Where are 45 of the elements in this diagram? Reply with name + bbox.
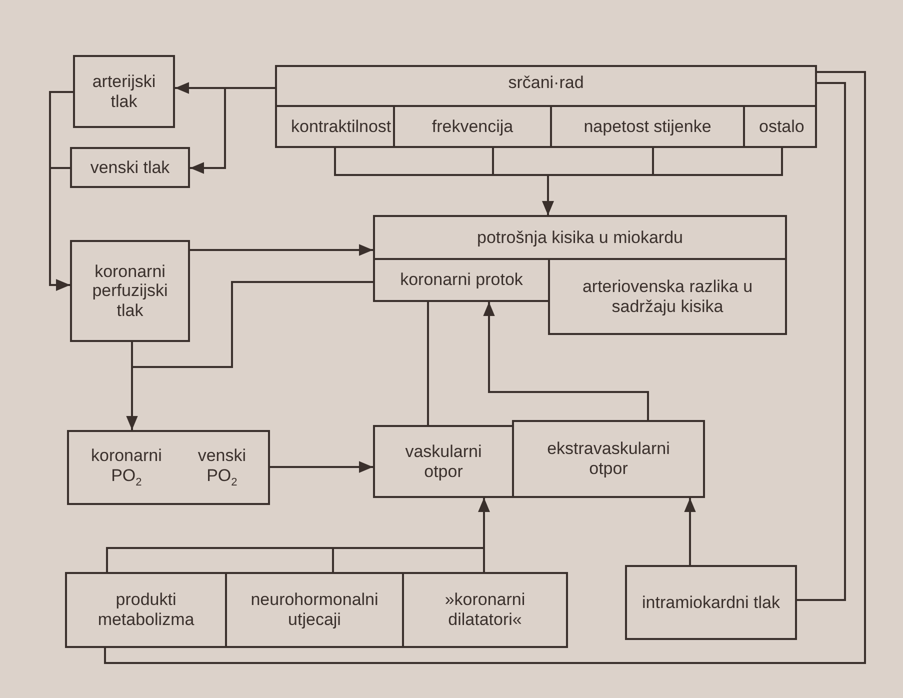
node-label: arterijski tlak — [91, 72, 157, 112]
process-box — [373, 215, 787, 260]
node-label: arteriovenska razlika u sadržaju kisika — [581, 276, 754, 316]
arrow — [478, 498, 490, 572]
arrow — [684, 498, 696, 565]
node-label: koronarni protok — [399, 270, 524, 290]
connector-line — [797, 82, 846, 601]
group-box — [275, 65, 817, 148]
node-label: frekvencija — [430, 116, 514, 136]
node-label: intramiokardni tlak — [641, 592, 781, 612]
node-label: potrošnja kisika u miokardu — [476, 228, 684, 248]
process-box — [225, 572, 404, 648]
node-label: srčani·rad — [507, 73, 585, 93]
process-box — [373, 258, 550, 302]
process-box — [373, 425, 514, 498]
arrow — [126, 281, 373, 430]
node-label: ostalo — [758, 116, 806, 136]
node-label: neurohormonalni utjecaji — [250, 590, 380, 630]
node-label: »koronarni dilatatori« — [444, 590, 526, 630]
connector-line — [427, 302, 429, 425]
process-box — [70, 240, 190, 342]
process-box — [65, 572, 227, 648]
arrow — [49, 167, 70, 291]
process-box — [512, 420, 705, 498]
process-box — [70, 147, 190, 188]
node-label: produkti metabolizma — [96, 590, 196, 630]
node-label: koronarni PO$_{2}$ — [90, 446, 162, 489]
connector-line — [104, 71, 866, 664]
node-label: venski PO$_{2}$ — [198, 446, 246, 489]
node-label: kontraktilnost — [290, 116, 392, 136]
arrow — [483, 302, 649, 420]
arrow — [542, 148, 783, 215]
arrow — [190, 87, 275, 174]
node-label: koronarni perfuzijski tlak — [91, 262, 169, 320]
process-box — [402, 572, 568, 648]
arrow — [190, 244, 373, 256]
node-label: venski tlak — [89, 158, 171, 178]
process-box — [548, 258, 787, 335]
node-label: ekstravaskularni otpor — [546, 439, 671, 479]
process-box — [625, 565, 797, 640]
node-label: napetost stijenke — [582, 116, 712, 136]
process-box — [67, 430, 270, 505]
arrow — [270, 461, 373, 473]
node-label: vaskularni otpor — [404, 442, 483, 482]
process-box — [73, 55, 175, 128]
